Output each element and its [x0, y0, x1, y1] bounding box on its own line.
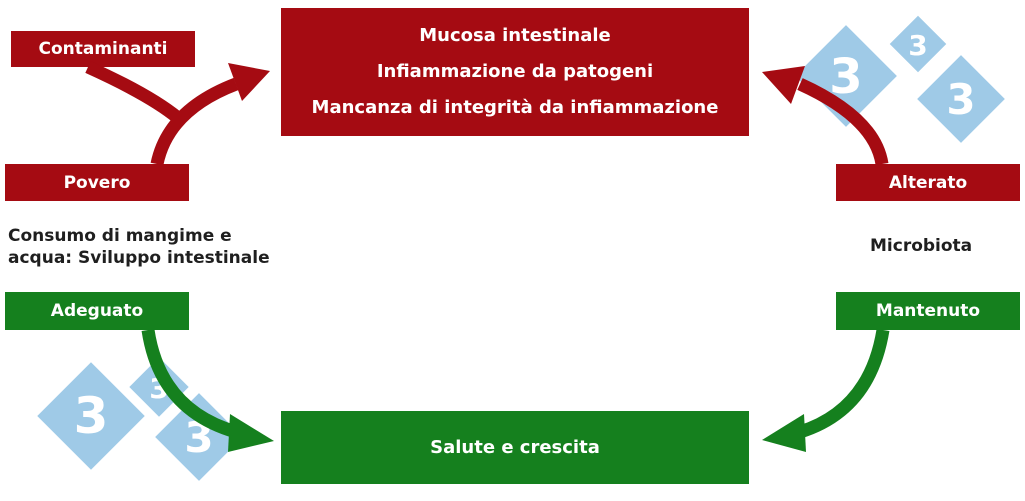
- consumo-line-1: Consumo di mangime e: [8, 226, 232, 246]
- top-box-line-1: Mucosa intestinale: [419, 25, 611, 46]
- watermark-diamond: [917, 55, 1005, 143]
- povero-text: Povero: [63, 172, 131, 193]
- alterato-arrowhead: [762, 66, 805, 104]
- watermark-diamond: [37, 362, 145, 470]
- alterato-arrow: [797, 78, 889, 166]
- microbiota-text: Microbiota: [870, 236, 973, 256]
- mantenuto-arrowhead: [762, 414, 806, 452]
- bottom-box-label: Salute e crescita: [430, 437, 600, 458]
- povero-label: Povero: [5, 164, 189, 201]
- consumo-mangime-text: Consumo di mangime e acqua: Sviluppo int…: [8, 225, 270, 269]
- consumo-line-2: acqua: Sviluppo intestinale: [8, 248, 270, 268]
- mantenuto-arrow: [797, 328, 890, 439]
- contaminanti-label: Contaminanti: [11, 31, 195, 67]
- adeguato-arrowhead: [228, 414, 274, 452]
- povero-arrowhead: [228, 63, 270, 101]
- top-box-line-2: Infiammazione da patogeni: [376, 61, 654, 82]
- watermark-digit: 3: [908, 29, 927, 62]
- adeguato-label: Adeguato: [5, 292, 189, 330]
- watermark-diamond: [155, 393, 243, 481]
- contaminanti-connector: [85, 61, 183, 124]
- mucosa-intestinale-box: Mucosa intestinale Infiammazione da pato…: [281, 8, 749, 136]
- mantenuto-text: Mantenuto: [875, 301, 981, 321]
- povero-arrow: [150, 77, 239, 166]
- watermark-digit: 3: [74, 387, 109, 445]
- contaminanti-text: Contaminanti: [38, 39, 168, 59]
- adeguato-arrow: [141, 328, 238, 439]
- alterato-text: Alterato: [888, 172, 968, 193]
- salute-e-crescita-box: Salute e crescita: [281, 411, 749, 484]
- top-box-line-3: Mancanza di integrità da infiammazione: [311, 97, 719, 118]
- alterato-label: Alterato: [836, 164, 1020, 201]
- mantenuto-label: Mantenuto: [836, 292, 1020, 330]
- watermark-digit: 3: [946, 75, 975, 124]
- adeguato-text: Adeguato: [50, 301, 144, 321]
